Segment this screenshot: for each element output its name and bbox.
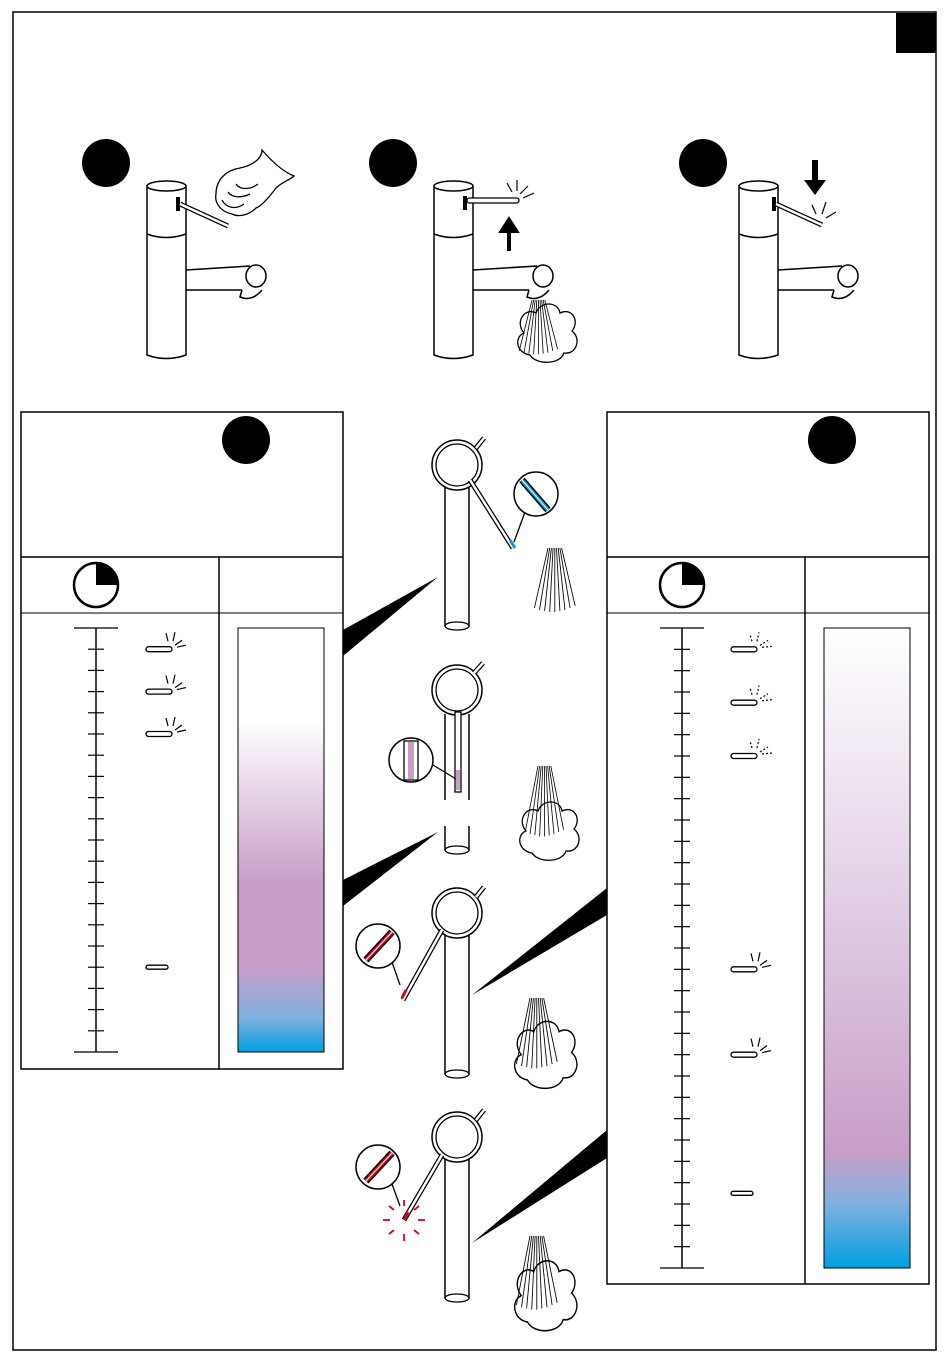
spray-icon-hot [516, 998, 557, 1068]
arrow-down-icon [804, 160, 826, 195]
step-3-badge [679, 139, 727, 187]
callout-wedge-1 [343, 577, 438, 656]
right-marker-closed-lever-icon [731, 1191, 753, 1195]
temperature-gradient-right [824, 628, 910, 1268]
step-3-illustration [679, 139, 858, 359]
state-mixed [389, 663, 579, 860]
callout-wedge-4 [472, 1130, 607, 1243]
timer-icon [74, 563, 118, 607]
spray-icon-cold [534, 548, 575, 612]
timer-icon-right [660, 563, 704, 607]
faucet-body-3 [739, 181, 858, 359]
callout-wedge-2 [343, 832, 438, 906]
step-2-badge [369, 139, 417, 187]
spray-icon-hottest [516, 1236, 557, 1310]
temperature-gradient-left [238, 628, 324, 1052]
left-panel-badge [222, 416, 270, 464]
state-hot [356, 887, 577, 1088]
steam-cloud-icon-top [518, 304, 577, 362]
hand-icon [216, 150, 294, 216]
callout-wedge-3 [472, 888, 607, 995]
lever-icon-3 [772, 197, 836, 225]
right-panel [607, 412, 929, 1284]
state-cold [432, 438, 575, 630]
left-panel [21, 412, 343, 1069]
spray-icon-mixed [525, 766, 563, 836]
left-marker-closed-lever-icon [146, 965, 168, 969]
state-hottest [356, 1110, 577, 1331]
step-1-illustration [82, 139, 294, 359]
page-tab-marker [896, 13, 936, 53]
right-panel-badge [808, 416, 856, 464]
step-2-illustration [369, 139, 577, 362]
step-1-badge [82, 139, 130, 187]
warning-flash-icon [383, 1200, 425, 1241]
arrow-up-icon [500, 218, 518, 250]
